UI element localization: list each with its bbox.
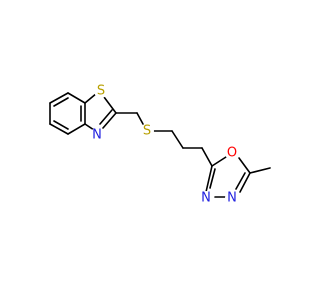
thiazole-nitrogen-label: N [92,128,102,143]
bond-c5-n4-double [235,172,246,190]
thioether-sulfur-atom: S [140,124,154,139]
thiazole-sulfur-label: S [97,84,105,99]
bond-c2-n3 [102,112,117,129]
bond-o1-c5 [238,157,251,174]
atom-labels: S N S O N N [90,84,239,206]
bond-benzene-1 [67,92,86,104]
bond-n3-c2 [205,165,213,193]
bond-methyl [249,167,271,174]
bond-benzene-double-2 [53,120,69,130]
oxadiazole-oxygen-label: O [227,146,237,161]
bond-propyl-1 [171,130,184,149]
bond-benzene-6 [49,92,69,104]
oxadiazole-oxygen-atom: O [225,146,239,161]
bond-s1-c2 [103,96,117,114]
bond-c2-n3-double [99,109,113,125]
thiazole-nitrogen-atom: N [90,128,104,143]
bonds [49,92,271,198]
oxadiazole-n3-label: N [201,191,211,206]
bond-benzene-3 [67,123,86,135]
bond-benzene-double-1 [53,97,69,107]
bond-benzene-4 [49,123,69,135]
thiazole-sulfur-atom: S [94,84,108,99]
bond-c7a-s1 [84,92,98,104]
bond-c2-o1 [211,156,227,167]
thioether-sulfur-label: S [143,124,151,139]
bond-ch2-s [136,112,144,125]
oxadiazole-n4-label: N [227,191,237,206]
bond-n3-c3a [84,123,95,131]
oxadiazole-n4-atom: N [225,191,239,206]
oxadiazole-n3-atom: N [199,191,213,206]
molecule-structure-diagram: S N S O N N [49,84,271,206]
bond-n3-c2-double [209,168,216,189]
bond-propyl-3 [201,147,213,167]
bond-c5-n4 [239,172,251,193]
